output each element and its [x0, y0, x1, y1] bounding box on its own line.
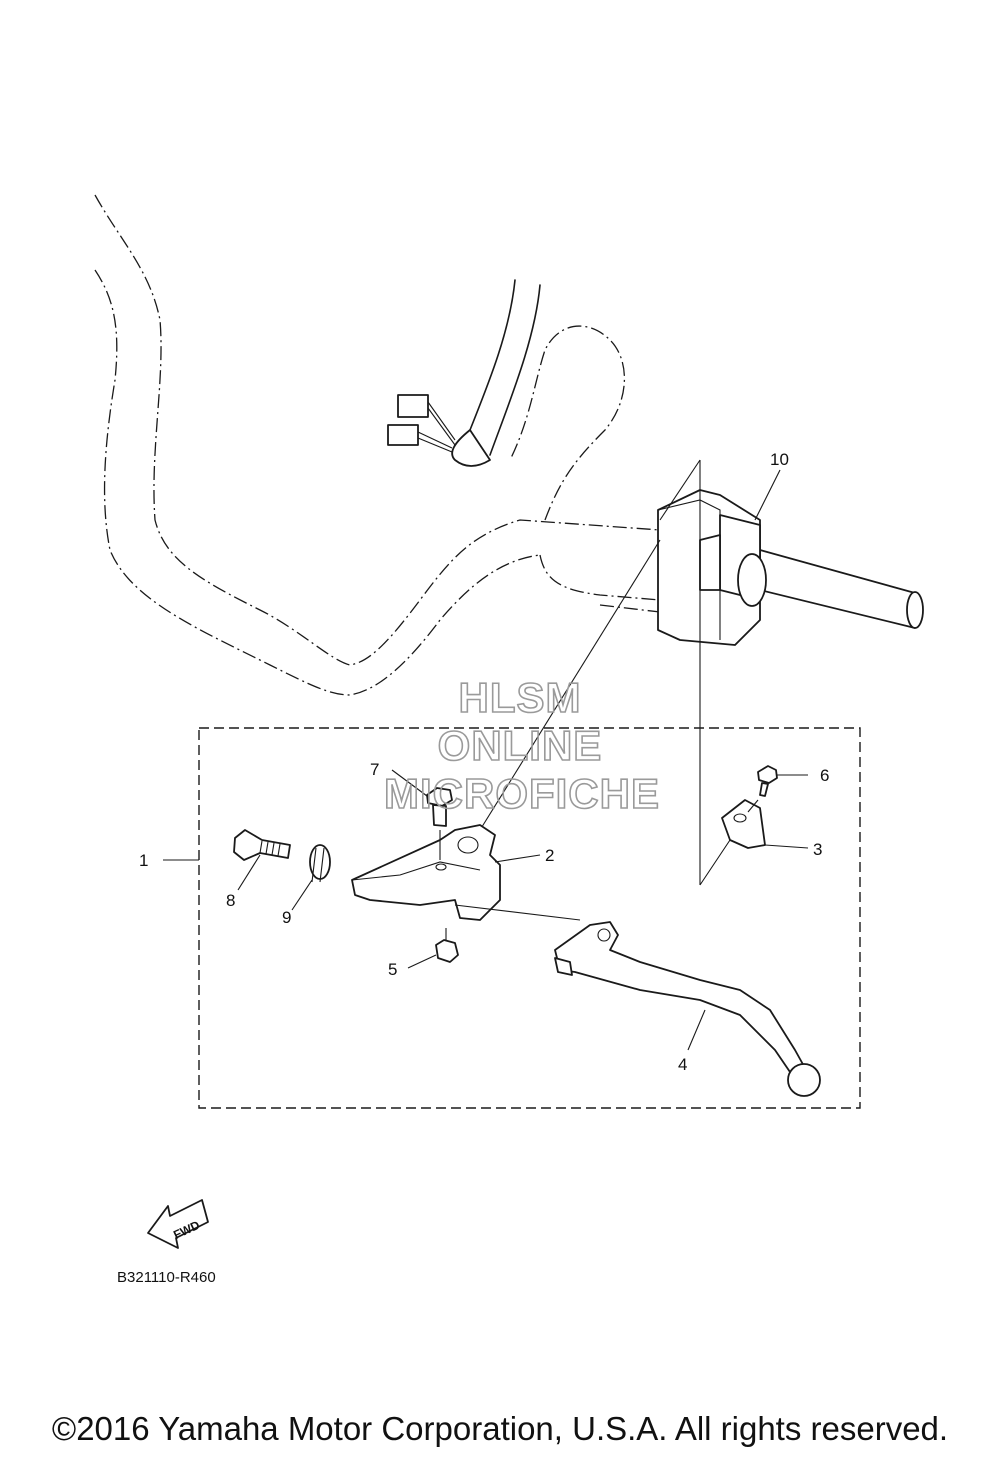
copyright-notice: ©2016 Yamaha Motor Corporation, U.S.A. A… — [51, 1410, 949, 1447]
knob — [309, 844, 331, 883]
lever-holder — [351, 824, 501, 921]
wire-harness — [387, 279, 626, 521]
assembly-leaders — [479, 459, 731, 886]
callout-10: 10 — [770, 450, 789, 469]
callout-5: 5 — [388, 960, 397, 979]
callout-leaders — [163, 469, 809, 1051]
callout-2: 2 — [545, 846, 554, 865]
callout-1: 1 — [139, 851, 148, 870]
callout-3: 3 — [813, 840, 822, 859]
watermark-line1: HLSM — [459, 674, 582, 721]
callout-4: 4 — [678, 1055, 687, 1074]
switch-housing — [657, 489, 924, 646]
fwd-arrow-icon: FWD — [147, 1199, 209, 1249]
callout-6: 6 — [820, 766, 829, 785]
assembly-box — [198, 727, 861, 1109]
clamp — [721, 799, 766, 849]
callout-9: 9 — [282, 908, 291, 927]
diagram-code: B321110-R460 — [117, 1269, 216, 1286]
callout-7: 7 — [370, 760, 379, 779]
bolt — [426, 787, 453, 860]
watermark-line2: ONLINE — [438, 722, 603, 769]
screw — [747, 765, 778, 813]
watermark-line3: MICROFICHE — [384, 770, 660, 817]
lever — [554, 921, 821, 1097]
nut — [435, 928, 459, 963]
adjuster — [233, 829, 291, 861]
handlebar-outline — [94, 194, 661, 696]
callout-8: 8 — [226, 891, 235, 910]
